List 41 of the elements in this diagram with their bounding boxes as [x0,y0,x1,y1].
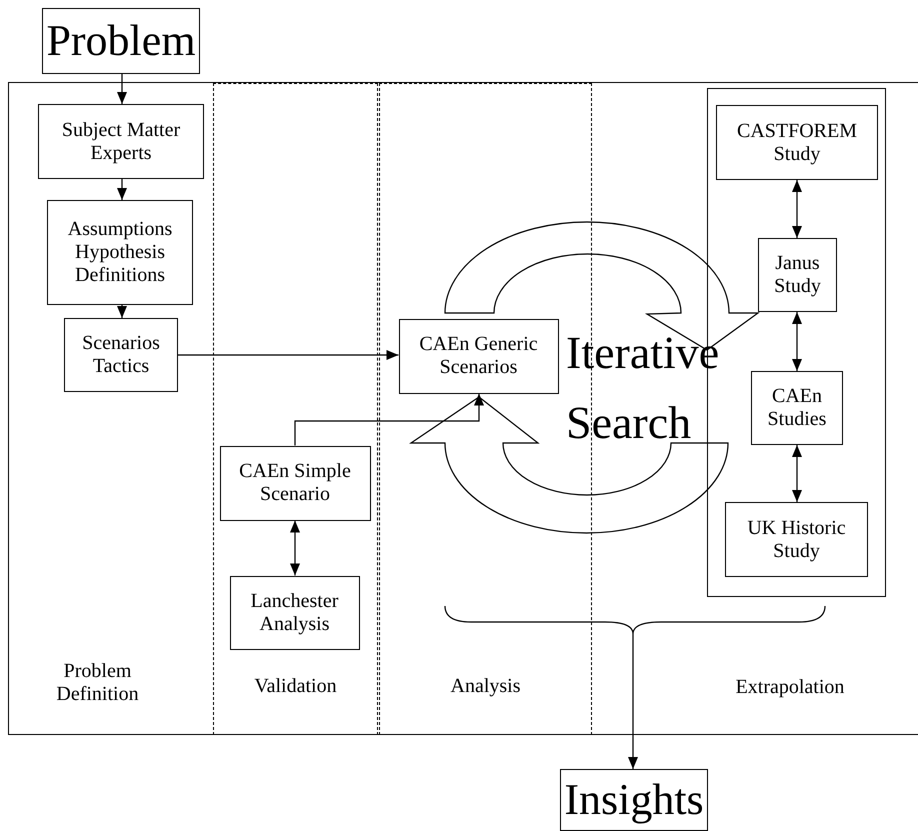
box-label: Assumptions Hypothesis Definitions [66,218,174,287]
arrow [628,634,638,769]
box-label: CASTFOREM Study [736,120,858,166]
process-box [725,502,868,577]
process-box [38,104,204,179]
process-box [751,371,843,445]
arrow [117,305,127,318]
dashed-panel [213,83,378,735]
title-box [560,769,708,831]
box-label: CAEn Studies [766,385,828,431]
arrow [178,350,398,360]
box-label: CAEn Simple Scenario [238,460,352,506]
title-box [42,8,200,74]
arrow [294,394,484,446]
arrow [117,179,127,200]
process-box [220,446,370,520]
box-label: Scenarios Tactics [81,332,161,378]
box-label: Subject Matter Experts [60,118,182,164]
process-box [47,200,193,305]
process-box [716,105,878,180]
arrow [792,312,802,371]
process-box [758,238,837,312]
box-label: Problem [46,19,196,63]
curly-bracket [444,606,825,634]
column-label: Validation [253,675,338,698]
process-box [230,576,360,650]
arrow [117,74,127,104]
diagram-frame [8,82,918,735]
box-label: CAEn Generic Scenarios [418,333,539,379]
box-label: Insights [564,778,704,822]
box-label: UK Historic Study [746,516,847,562]
column-label: Analysis [450,675,522,698]
column-label: Problem Definition [55,660,140,706]
process-box [64,318,178,392]
box-label: Lanchester Analysis [250,590,340,636]
column-label: Extrapolation [734,676,846,699]
arrow [792,445,802,502]
box-label: Janus Study [773,252,822,298]
arrow [792,180,802,238]
arrow [290,520,300,576]
process-box [398,318,558,394]
